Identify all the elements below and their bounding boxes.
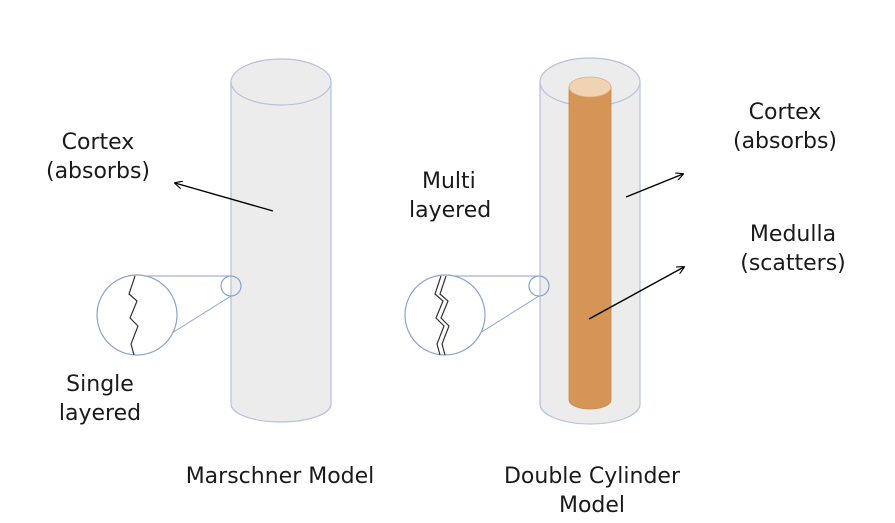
cortex-arrow-right (625, 174, 683, 198)
zoom-circle-small (220, 275, 242, 297)
cylinder-body (230, 81, 332, 423)
label-line: Marschner Model (185, 464, 375, 489)
medulla-label: Medulla (scatters) (728, 220, 858, 278)
single-layered-label: Single layered (45, 370, 155, 428)
label-line: Medulla (749, 222, 837, 247)
cortex-arrow-left (175, 183, 274, 212)
double-cylinder-caption: Double Cylinder Model (482, 462, 702, 520)
label-line: layered (409, 198, 492, 223)
single-layer-magnifier (96, 274, 242, 356)
label-line: Cortex (61, 130, 135, 155)
medulla-top (568, 76, 612, 98)
zoom-circle-large (404, 274, 486, 356)
label-line: (scatters) (740, 251, 846, 276)
marschner-cylinder (230, 58, 332, 423)
zoom-circle-small (528, 275, 550, 297)
cylinder-top (230, 58, 332, 106)
label-line: Single (66, 372, 134, 397)
double-cylinder (539, 57, 641, 425)
fracture-line (128, 275, 139, 356)
multi-layered-label: Multi layered (409, 167, 519, 225)
label-line: layered (58, 401, 142, 426)
label-line: (absorbs) (45, 159, 150, 184)
label-line: (absorbs) (732, 129, 837, 154)
multi-layer-magnifier (404, 274, 550, 356)
label-line: Multi (422, 169, 476, 194)
label-line: Double Cylinder (503, 464, 681, 489)
label-line: Cortex (748, 100, 822, 125)
fracture-line-inner (439, 275, 450, 356)
medulla-arrow (588, 267, 684, 320)
left-cortex-label: Cortex (absorbs) (38, 128, 158, 186)
medulla-body (568, 86, 612, 410)
marschner-caption: Marschner Model (170, 462, 390, 491)
zoom-circle-large (96, 274, 178, 356)
fracture-line (434, 275, 445, 356)
label-line: Model (558, 493, 626, 518)
right-cortex-label: Cortex (absorbs) (725, 98, 845, 156)
